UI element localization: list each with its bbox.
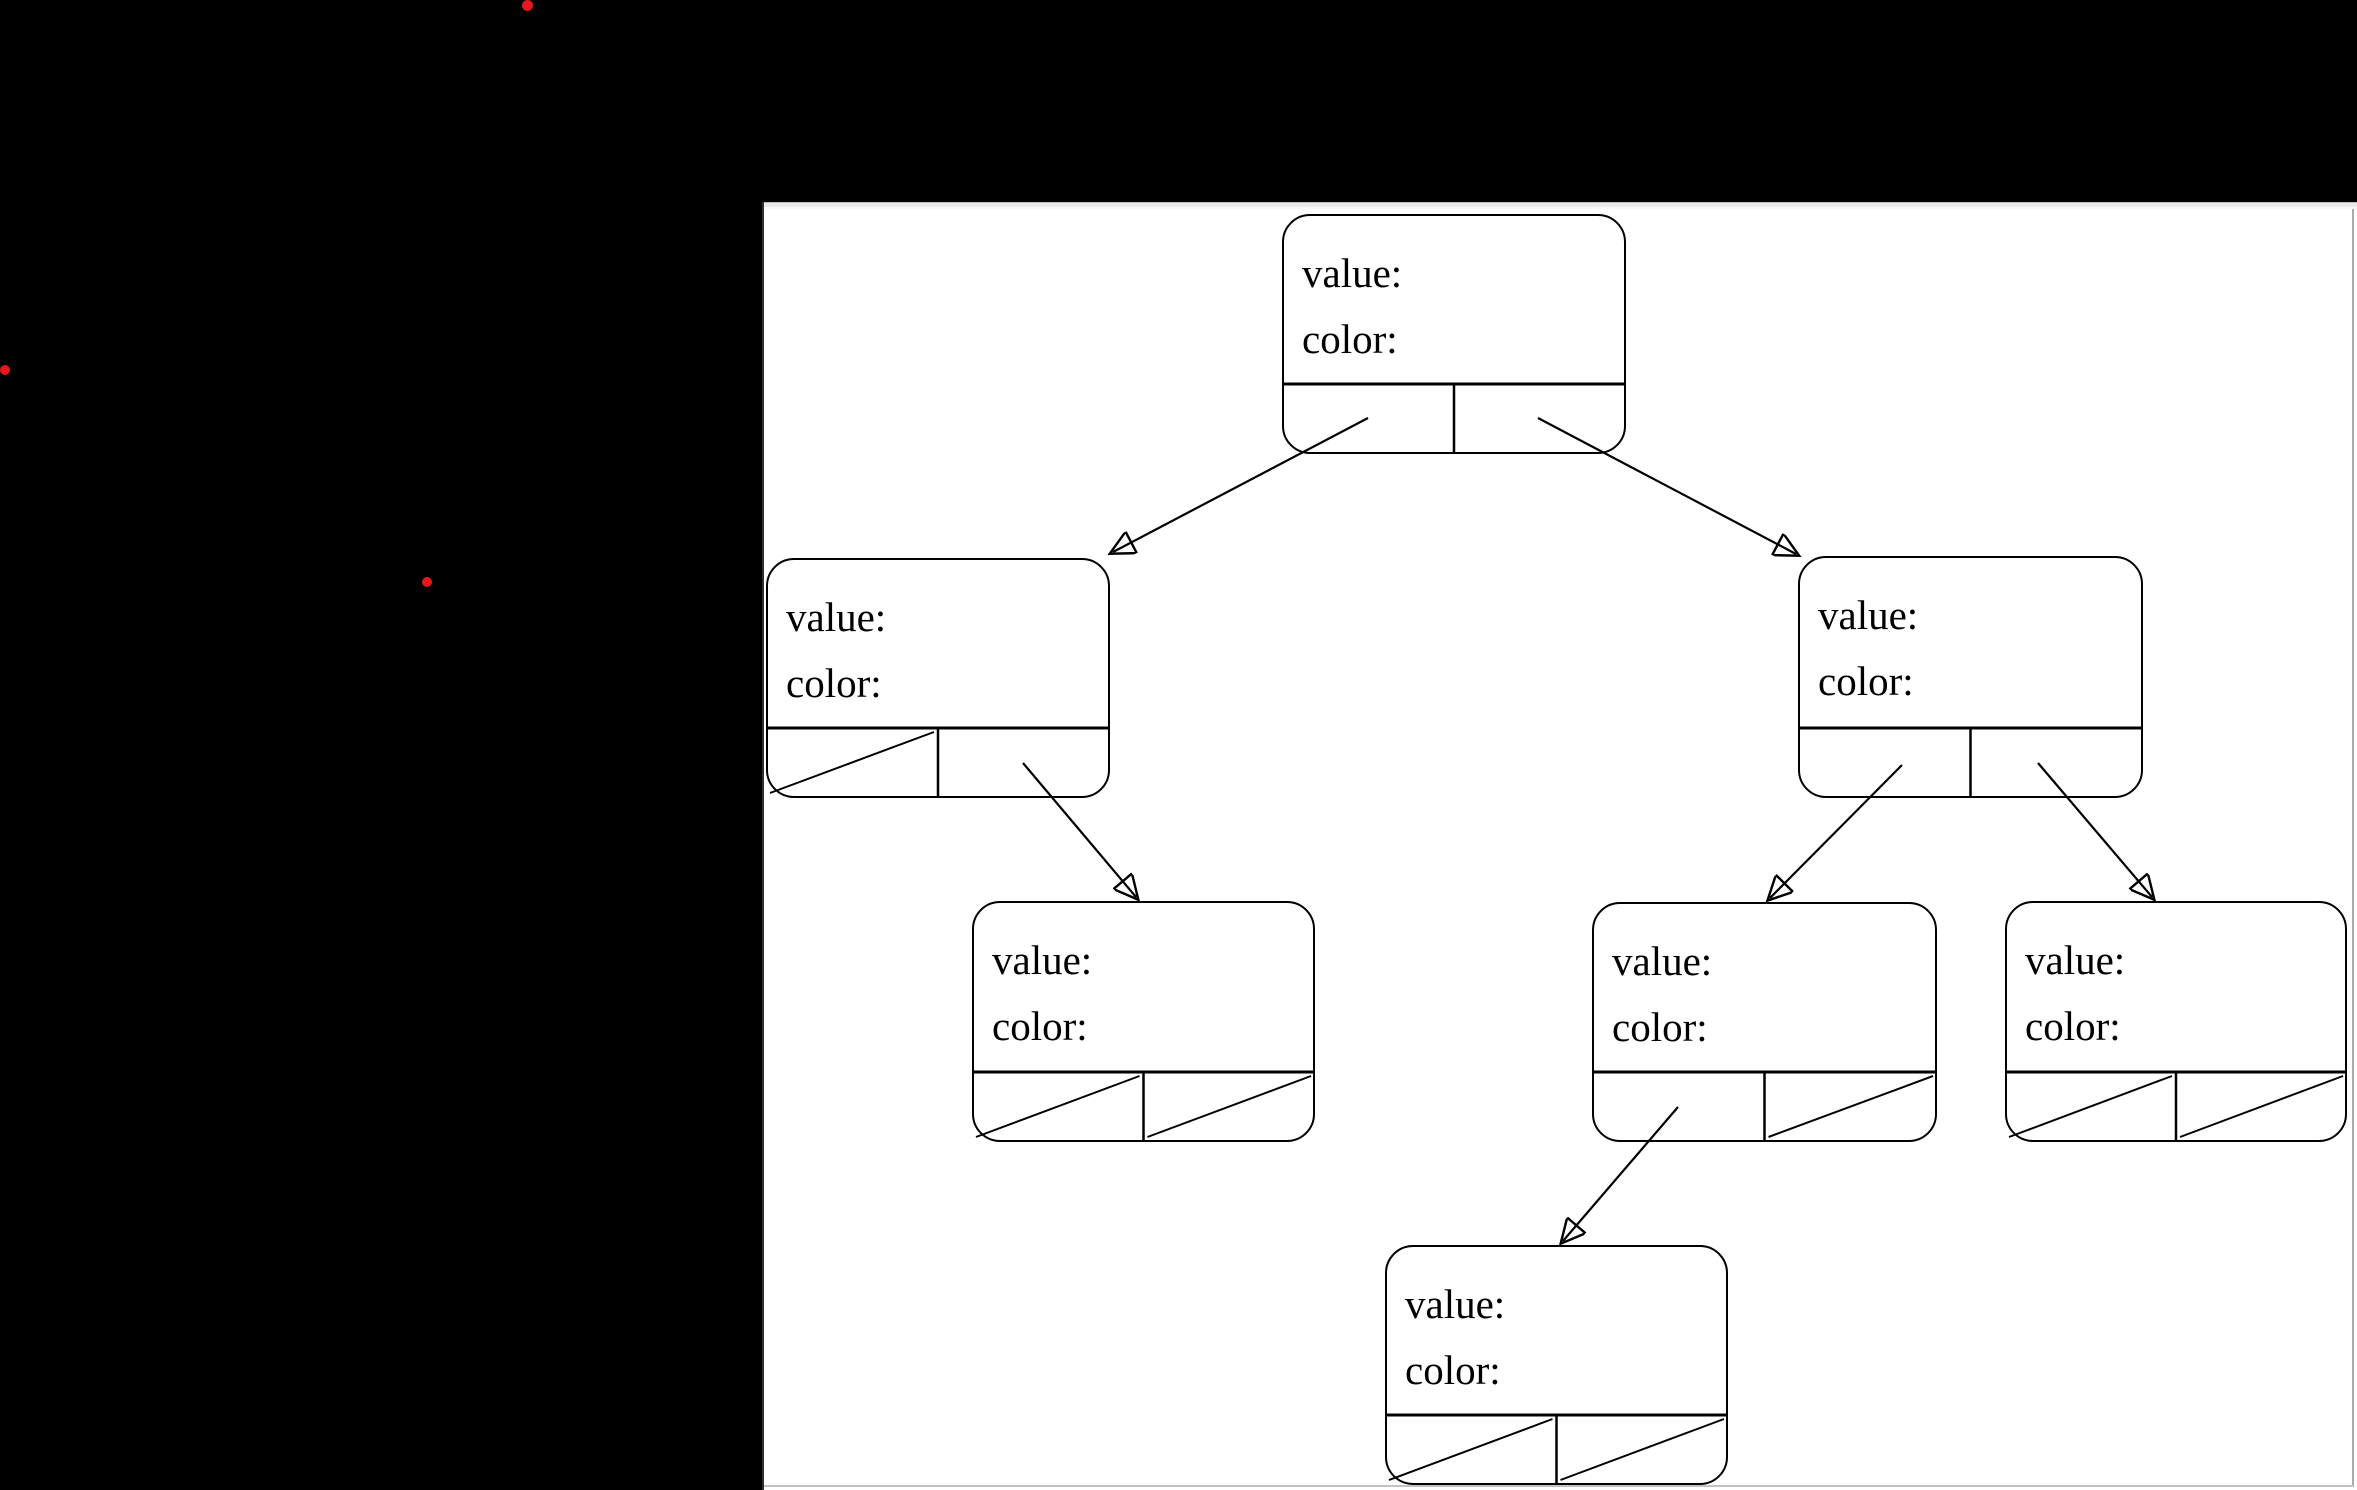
tree-node-right-left: value: color: [1592,902,1937,1142]
red-dot-annotation [422,577,432,587]
node-value-label: value: [1612,938,1713,984]
node-value-label: value: [1405,1281,1506,1327]
node-value-label: value: [992,937,1093,983]
node-color-label: color: [2025,1003,2121,1049]
node-color-label: color: [992,1003,1088,1049]
red-dot-annotation [521,0,533,11]
node-value-label: value: [2025,937,2126,983]
tree-node-right-right: value: color: [2005,901,2347,1142]
canvas-bottom-edge [764,1485,2354,1487]
tree-node-root: value: color: [1282,214,1626,454]
node-value-label: value: [786,594,887,640]
node-color-label: color: [1612,1004,1708,1050]
node-color-label: color: [1405,1347,1501,1393]
tree-node-left: value: color: [766,558,1110,798]
canvas-right-edge [2352,209,2354,1485]
canvas-top-edge [764,202,2357,209]
tree-node-right-left-left: value: color: [1385,1245,1728,1485]
tree-node-right: value: color: [1798,556,2143,798]
node-value-label: value: [1818,592,1919,638]
red-dot-annotation [0,365,10,375]
tree-node-left-right: value: color: [972,901,1315,1142]
node-color-label: color: [786,660,882,706]
node-color-label: color: [1818,658,1914,704]
node-color-label: color: [1302,316,1398,362]
node-value-label: value: [1302,250,1403,296]
